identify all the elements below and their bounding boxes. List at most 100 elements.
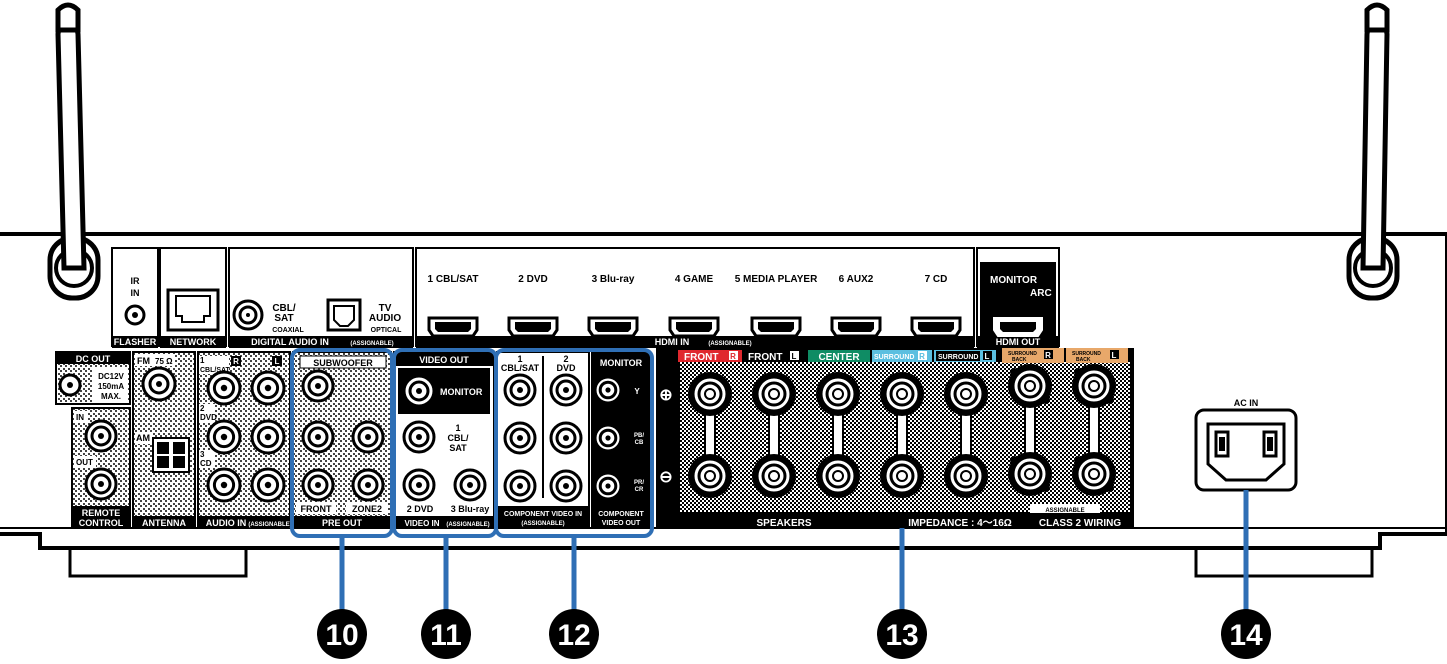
surround-r-minus-terminal[interactable] [880,454,924,498]
audio-in-2-l-jack[interactable] [250,419,286,455]
audio-in-1-r-jack[interactable] [206,370,242,406]
right-antenna[interactable] [1346,2,1400,301]
component-out-y-label: Y [634,387,640,396]
component-video-out-jacks[interactable] [593,375,623,501]
zone2-l-preout-jack[interactable] [351,420,385,454]
front-r-minus-terminal[interactable] [688,454,732,498]
surround-back-r-minus-terminal[interactable] [1008,452,1052,496]
hdmi-out-port[interactable] [993,317,1043,337]
svg-text:13: 13 [885,619,918,652]
component-in-2-jack-3[interactable] [549,469,583,503]
front-l-plus-terminal[interactable] [752,372,796,416]
speaker-terminals[interactable] [688,364,1116,498]
component-out-pr-label: PR/ [634,480,644,486]
class2-wiring-label: CLASS 2 WIRING [1039,518,1121,529]
ac-in-inlet[interactable] [1194,408,1298,492]
audio-in-r-label: R [233,357,239,366]
svg-text:L: L [1112,351,1117,360]
dc-spec-current: 150mA [98,382,124,391]
front-l-preout-jack[interactable] [301,420,335,454]
optical-jack[interactable] [326,298,362,332]
audio-in-3-l-jack[interactable] [250,467,286,503]
component-in-1-jack-2[interactable] [503,421,537,455]
component-in-2-jack-2[interactable] [549,421,583,455]
am-antenna-terminal[interactable] [152,437,190,473]
callout-13: 13 [877,609,927,659]
video-in-dvd-jack[interactable] [402,468,436,502]
svg-text:R: R [730,352,736,361]
remote-in-jack[interactable] [84,419,118,453]
front-r-plus-terminal[interactable] [688,372,732,416]
hdmi-in-label-1: 1 CBL/SAT [428,274,479,285]
surround-l-plus-terminal[interactable] [944,372,988,416]
component-in-2-jack-1[interactable] [549,373,583,407]
audio-in-2-r-jack[interactable] [206,419,242,455]
component-in-1-jack-1[interactable] [503,373,537,407]
dc-out-jack[interactable] [58,373,82,397]
remote-label: REMOTE [82,508,121,518]
svg-text:BACK: BACK [1076,357,1091,363]
video-in-jacks[interactable] [402,420,487,502]
callout-11: 11 [421,609,471,659]
hdmi-in-port-1[interactable] [427,316,479,338]
video-in-cblsat-jack[interactable] [402,420,436,454]
speakers-label: SPEAKERS [756,518,811,529]
left-antenna[interactable] [47,2,101,301]
component-out-jack-1[interactable] [593,375,623,405]
audio-in-3-r-jack[interactable] [206,467,242,503]
component-in-note: (ASSIGNABLE) [521,521,564,527]
hdmi-in-port-4[interactable] [668,316,720,338]
video-in-bluray-jack[interactable] [453,468,487,502]
front-r-preout-jack[interactable] [301,468,335,502]
remote-out-label: OUT [76,458,93,467]
antenna-label: ANTENNA [142,518,186,528]
component-video-in-jacks[interactable] [503,373,583,503]
surround-r-plus-terminal[interactable] [880,372,924,416]
subwoofer-1-jack[interactable] [301,369,335,403]
center-minus-terminal[interactable] [816,454,860,498]
zone2-label: ZONE2 [352,504,382,514]
hdmi-in-label-5: 5 MEDIA PLAYER [735,274,818,285]
center-plus-terminal[interactable] [816,372,860,416]
component-out-label1: COMPONENT [598,511,644,518]
remote-out-jack[interactable] [84,467,118,501]
video-in-bluray-label: 3 Blu-ray [451,504,490,514]
component-in-1-label: 1 [517,354,522,364]
hdmi-in-label: HDMI IN [655,337,690,347]
hdmi-in-port-7[interactable] [910,316,962,338]
hdmi-in-port-3[interactable] [587,316,639,338]
component-out-jack-2[interactable] [593,423,623,453]
hdmi-in-port-2[interactable] [507,316,559,338]
video-in-1-label: 1 [455,423,460,433]
hdmi-in-assignable-note: (ASSIGNABLE) [708,341,751,347]
coaxial-jack[interactable] [232,299,264,331]
fm-antenna-jack[interactable] [141,366,177,402]
video-out-monitor-jack[interactable] [402,374,436,408]
audio-in-1-l-jack[interactable] [250,370,286,406]
audio-in-jacks[interactable] [206,370,286,503]
hdmi-in-port-6[interactable] [830,316,882,338]
ethernet-port[interactable] [166,288,220,332]
surround-l-minus-terminal[interactable] [944,454,988,498]
audio-in-3b-label: CD [200,459,212,468]
front-preout-label: FRONT [301,504,332,514]
component-out-jack-3[interactable] [593,471,623,501]
zone2-r-preout-jack[interactable] [351,468,385,502]
pre-out-jacks[interactable] [301,369,385,502]
svg-text:R: R [919,352,925,361]
dc-spec-voltage: DC12V [98,372,124,381]
surround-back-l-plus-terminal[interactable] [1072,364,1116,408]
hdmi-in-label-6: 6 AUX2 [839,274,874,285]
svg-text:SURROUND: SURROUND [1008,351,1037,357]
ac-in-label: AC IN [1234,398,1259,408]
front-r-header [678,350,742,362]
hdmi-in-label-3: 3 Blu-ray [592,274,635,285]
component-in-1-jack-3[interactable] [503,469,537,503]
audio-in-assignable-note: (ASSIGNABLE) [248,522,291,528]
surround-back-r-plus-terminal[interactable] [1008,364,1052,408]
component-out-label2: VIDEO OUT [602,520,641,527]
front-l-minus-terminal[interactable] [752,454,796,498]
surround-back-l-minus-terminal[interactable] [1072,452,1116,496]
hdmi-in-port-5[interactable] [750,316,802,338]
